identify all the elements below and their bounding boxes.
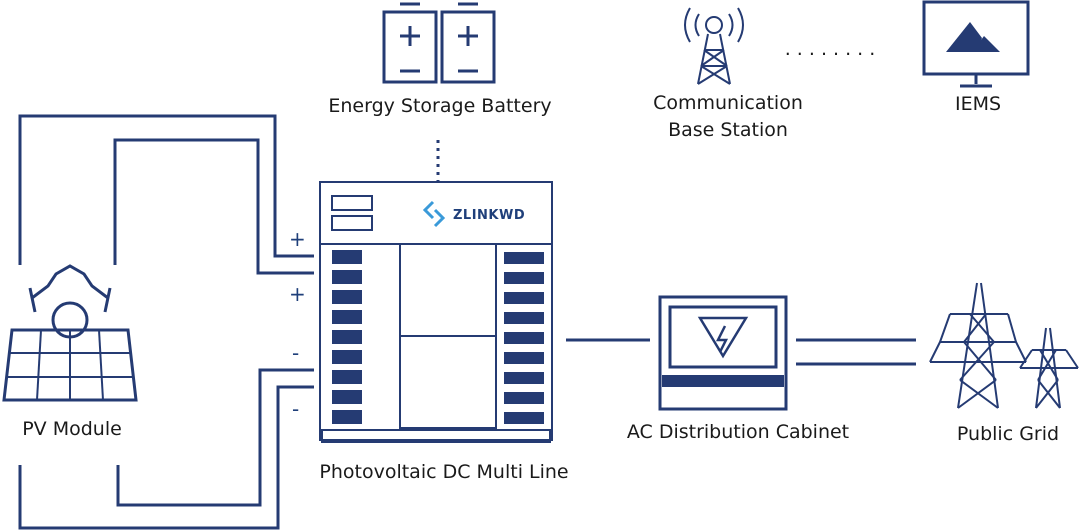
communication-label-line2: Base Station [668,119,788,141]
power-tower-icon [929,282,1027,409]
upper-door [399,243,497,337]
small-power-tower-icon [1019,327,1079,409]
pv-module-label: PV Module [22,418,122,440]
right-vent-panel [504,252,544,424]
terminal-plus-2: + [289,282,306,306]
connector-dots: . . . . . . . . [785,38,876,60]
communication-label-line1: Communication [653,92,803,114]
public-grid-label: Public Grid [957,423,1059,445]
pv-wire-outer-minus [18,385,314,530]
pv-wiring [18,114,314,530]
pv-wire-outer-plus [18,114,314,265]
iems-label: IEMS [955,93,1001,115]
antenna-tower-icon [684,7,744,85]
brand-name: ZLINKWD [453,208,525,223]
ac-distribution-cabinet-label: AC Distribution Cabinet [627,421,849,443]
pv-dc-multi-line-label: Photovoltaic DC Multi Line [319,461,568,483]
terminal-minus-1: - [292,341,299,365]
cabinet-base [321,429,551,443]
energy-storage-battery-label: Energy Storage Battery [328,95,551,117]
high-voltage-warning-icon [697,316,749,359]
lower-door [399,335,497,429]
iems-monitor-icon [922,0,1030,88]
left-vent-panel [332,250,362,424]
battery-icon [382,2,496,84]
ac-distribution-cabinet [658,295,788,411]
zlinkwd-logo-icon [422,200,446,228]
pv-wire-inner-plus [113,138,314,275]
terminal-plus-1: + [289,227,306,251]
pv-dc-multi-line-cabinet: ZLINKWD [319,181,553,443]
pv-module-icon [2,264,138,402]
terminal-minus-2: - [292,397,299,421]
pv-wire-inner-minus [116,368,314,507]
